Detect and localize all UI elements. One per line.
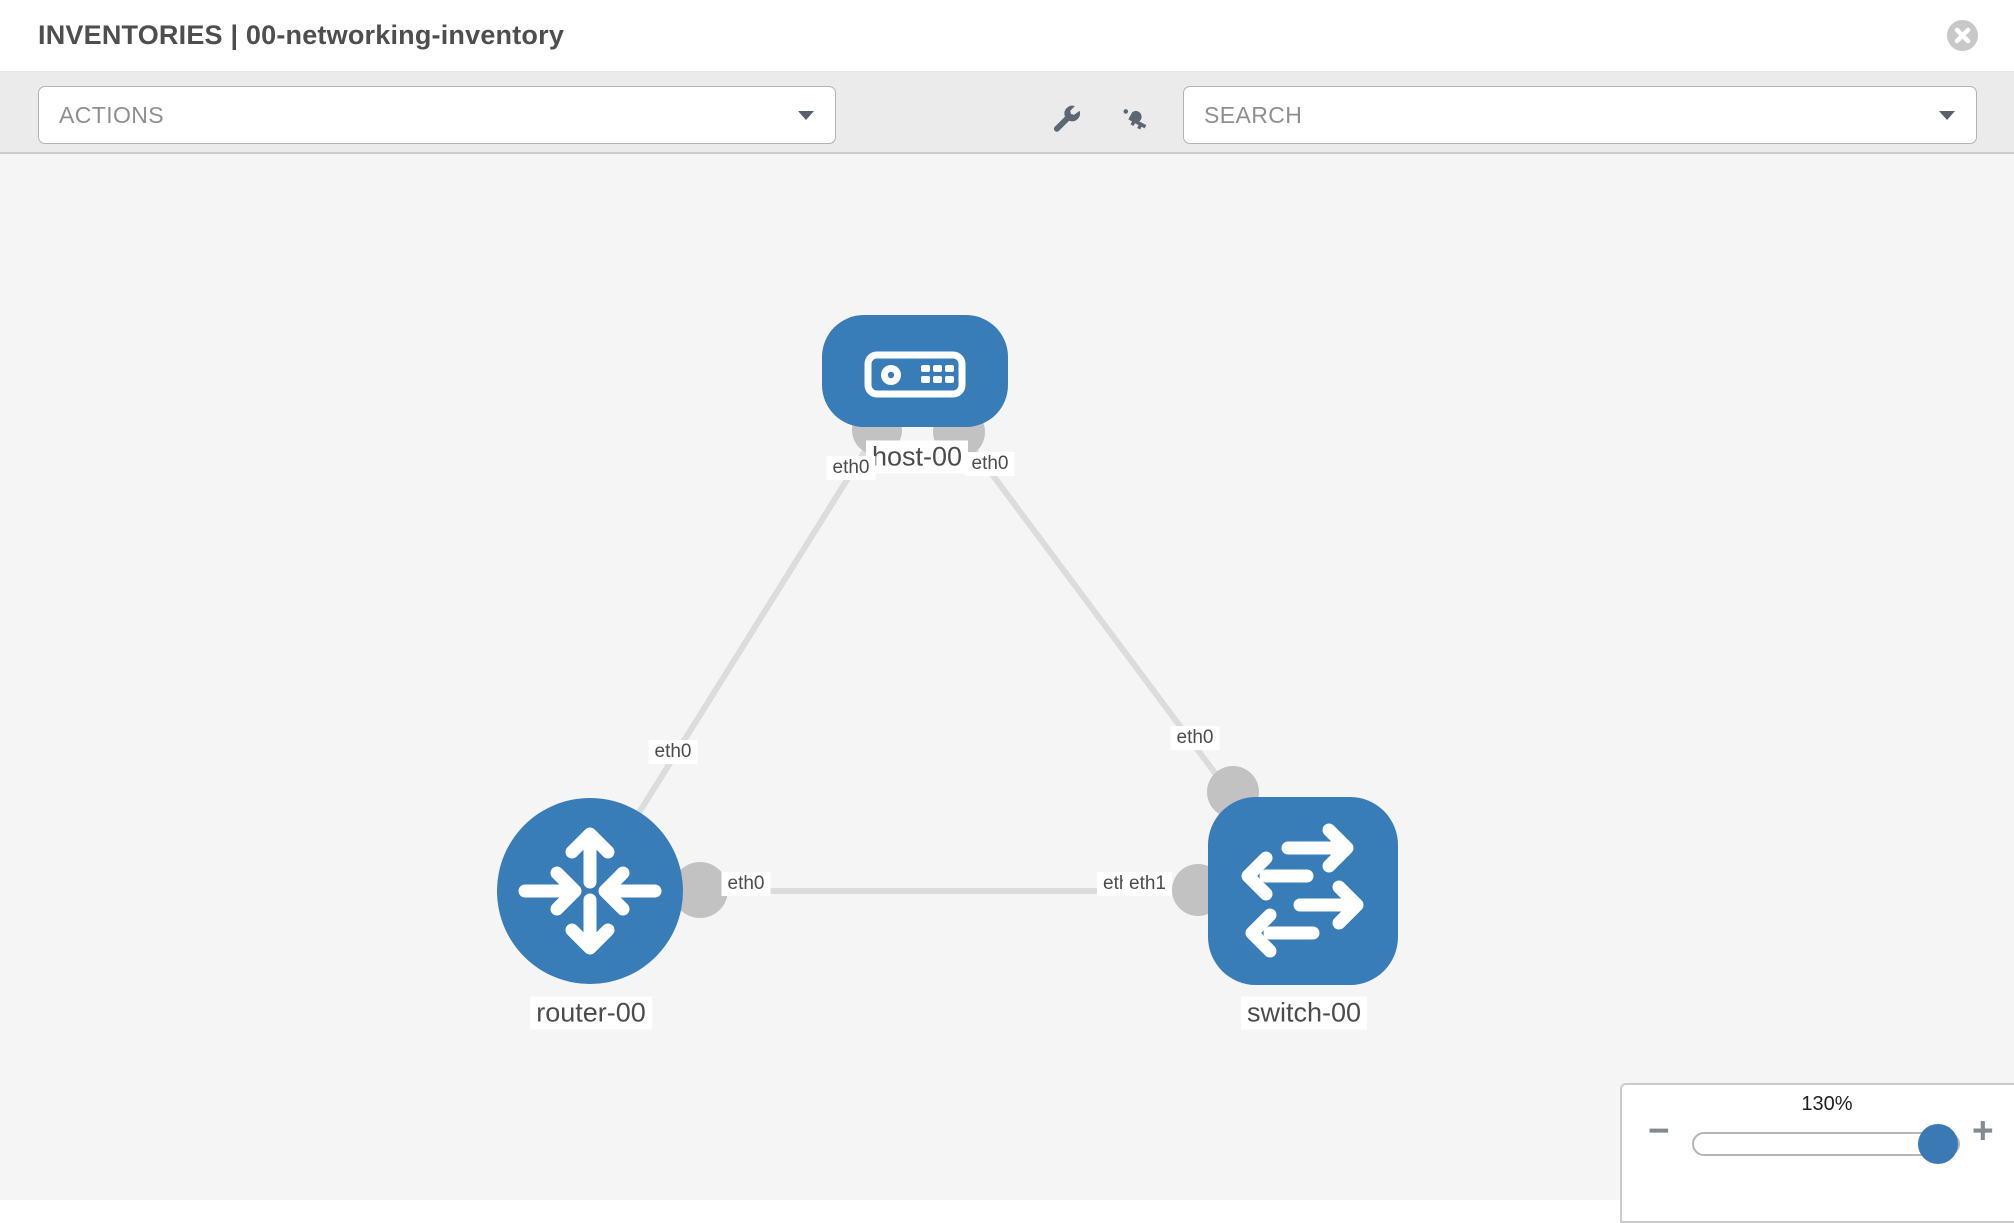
- zoom-slider-track[interactable]: [1692, 1124, 1960, 1164]
- switch-arrows-icon: [1241, 823, 1364, 958]
- search-dropdown[interactable]: SEARCH: [1183, 86, 1977, 144]
- page-title: INVENTORIES | 00-networking-inventory: [38, 20, 565, 50]
- zoom-out-button[interactable]: −: [1648, 1110, 1670, 1151]
- node-label-router: router-00: [530, 996, 652, 1030]
- topology-graph: [497, 315, 1398, 985]
- actions-dropdown-label: ACTIONS: [59, 101, 165, 128]
- toolbar: ACTIONS SEARCH: [0, 72, 2014, 154]
- link-connectors: [672, 405, 1259, 918]
- key-icon: [1123, 109, 1147, 130]
- wrench-button[interactable]: [1045, 98, 1087, 140]
- search-dropdown-label: SEARCH: [1204, 101, 1303, 128]
- node-label-switch: switch-00: [1240, 996, 1368, 1030]
- node-label-host: host-00: [865, 440, 969, 474]
- interface-label-host-right: eth0: [965, 452, 1015, 476]
- node-host-00[interactable]: [822, 315, 1008, 427]
- zoom-in-button[interactable]: +: [1972, 1110, 1994, 1151]
- wrench-icon: [1053, 105, 1081, 132]
- interface-label-switch-left-front: eth1: [1123, 872, 1172, 896]
- window-header: INVENTORIES | 00-networking-inventory: [0, 0, 2014, 72]
- node-router-00[interactable]: [497, 798, 683, 984]
- node-switch-00[interactable]: [1208, 797, 1398, 985]
- key-button[interactable]: [1113, 98, 1155, 140]
- zoom-control-panel: 130% − +: [1620, 1083, 2014, 1223]
- interface-label-host-left: eth0: [826, 456, 876, 480]
- server-icon: [864, 351, 966, 398]
- chevron-down-icon: [798, 110, 814, 120]
- zoom-slider-handle[interactable]: [1918, 1124, 1958, 1164]
- router-arrows-icon: [518, 827, 662, 955]
- actions-dropdown[interactable]: ACTIONS: [38, 86, 836, 144]
- close-icon: [1954, 27, 1971, 44]
- zoom-percent-value: 130%: [1801, 1093, 1853, 1115]
- close-button[interactable]: [1947, 20, 1978, 51]
- interface-label-router-right: eth0: [721, 872, 771, 896]
- chevron-down-icon: [1939, 110, 1955, 120]
- connector-router-right[interactable]: [672, 862, 728, 918]
- interface-label-switch-top: eth0: [1170, 726, 1220, 750]
- interface-label-router-top: eth0: [648, 740, 698, 764]
- topology-canvas[interactable]: host-00 router-00 switch-00 eth0 eth0 et…: [0, 154, 2014, 1223]
